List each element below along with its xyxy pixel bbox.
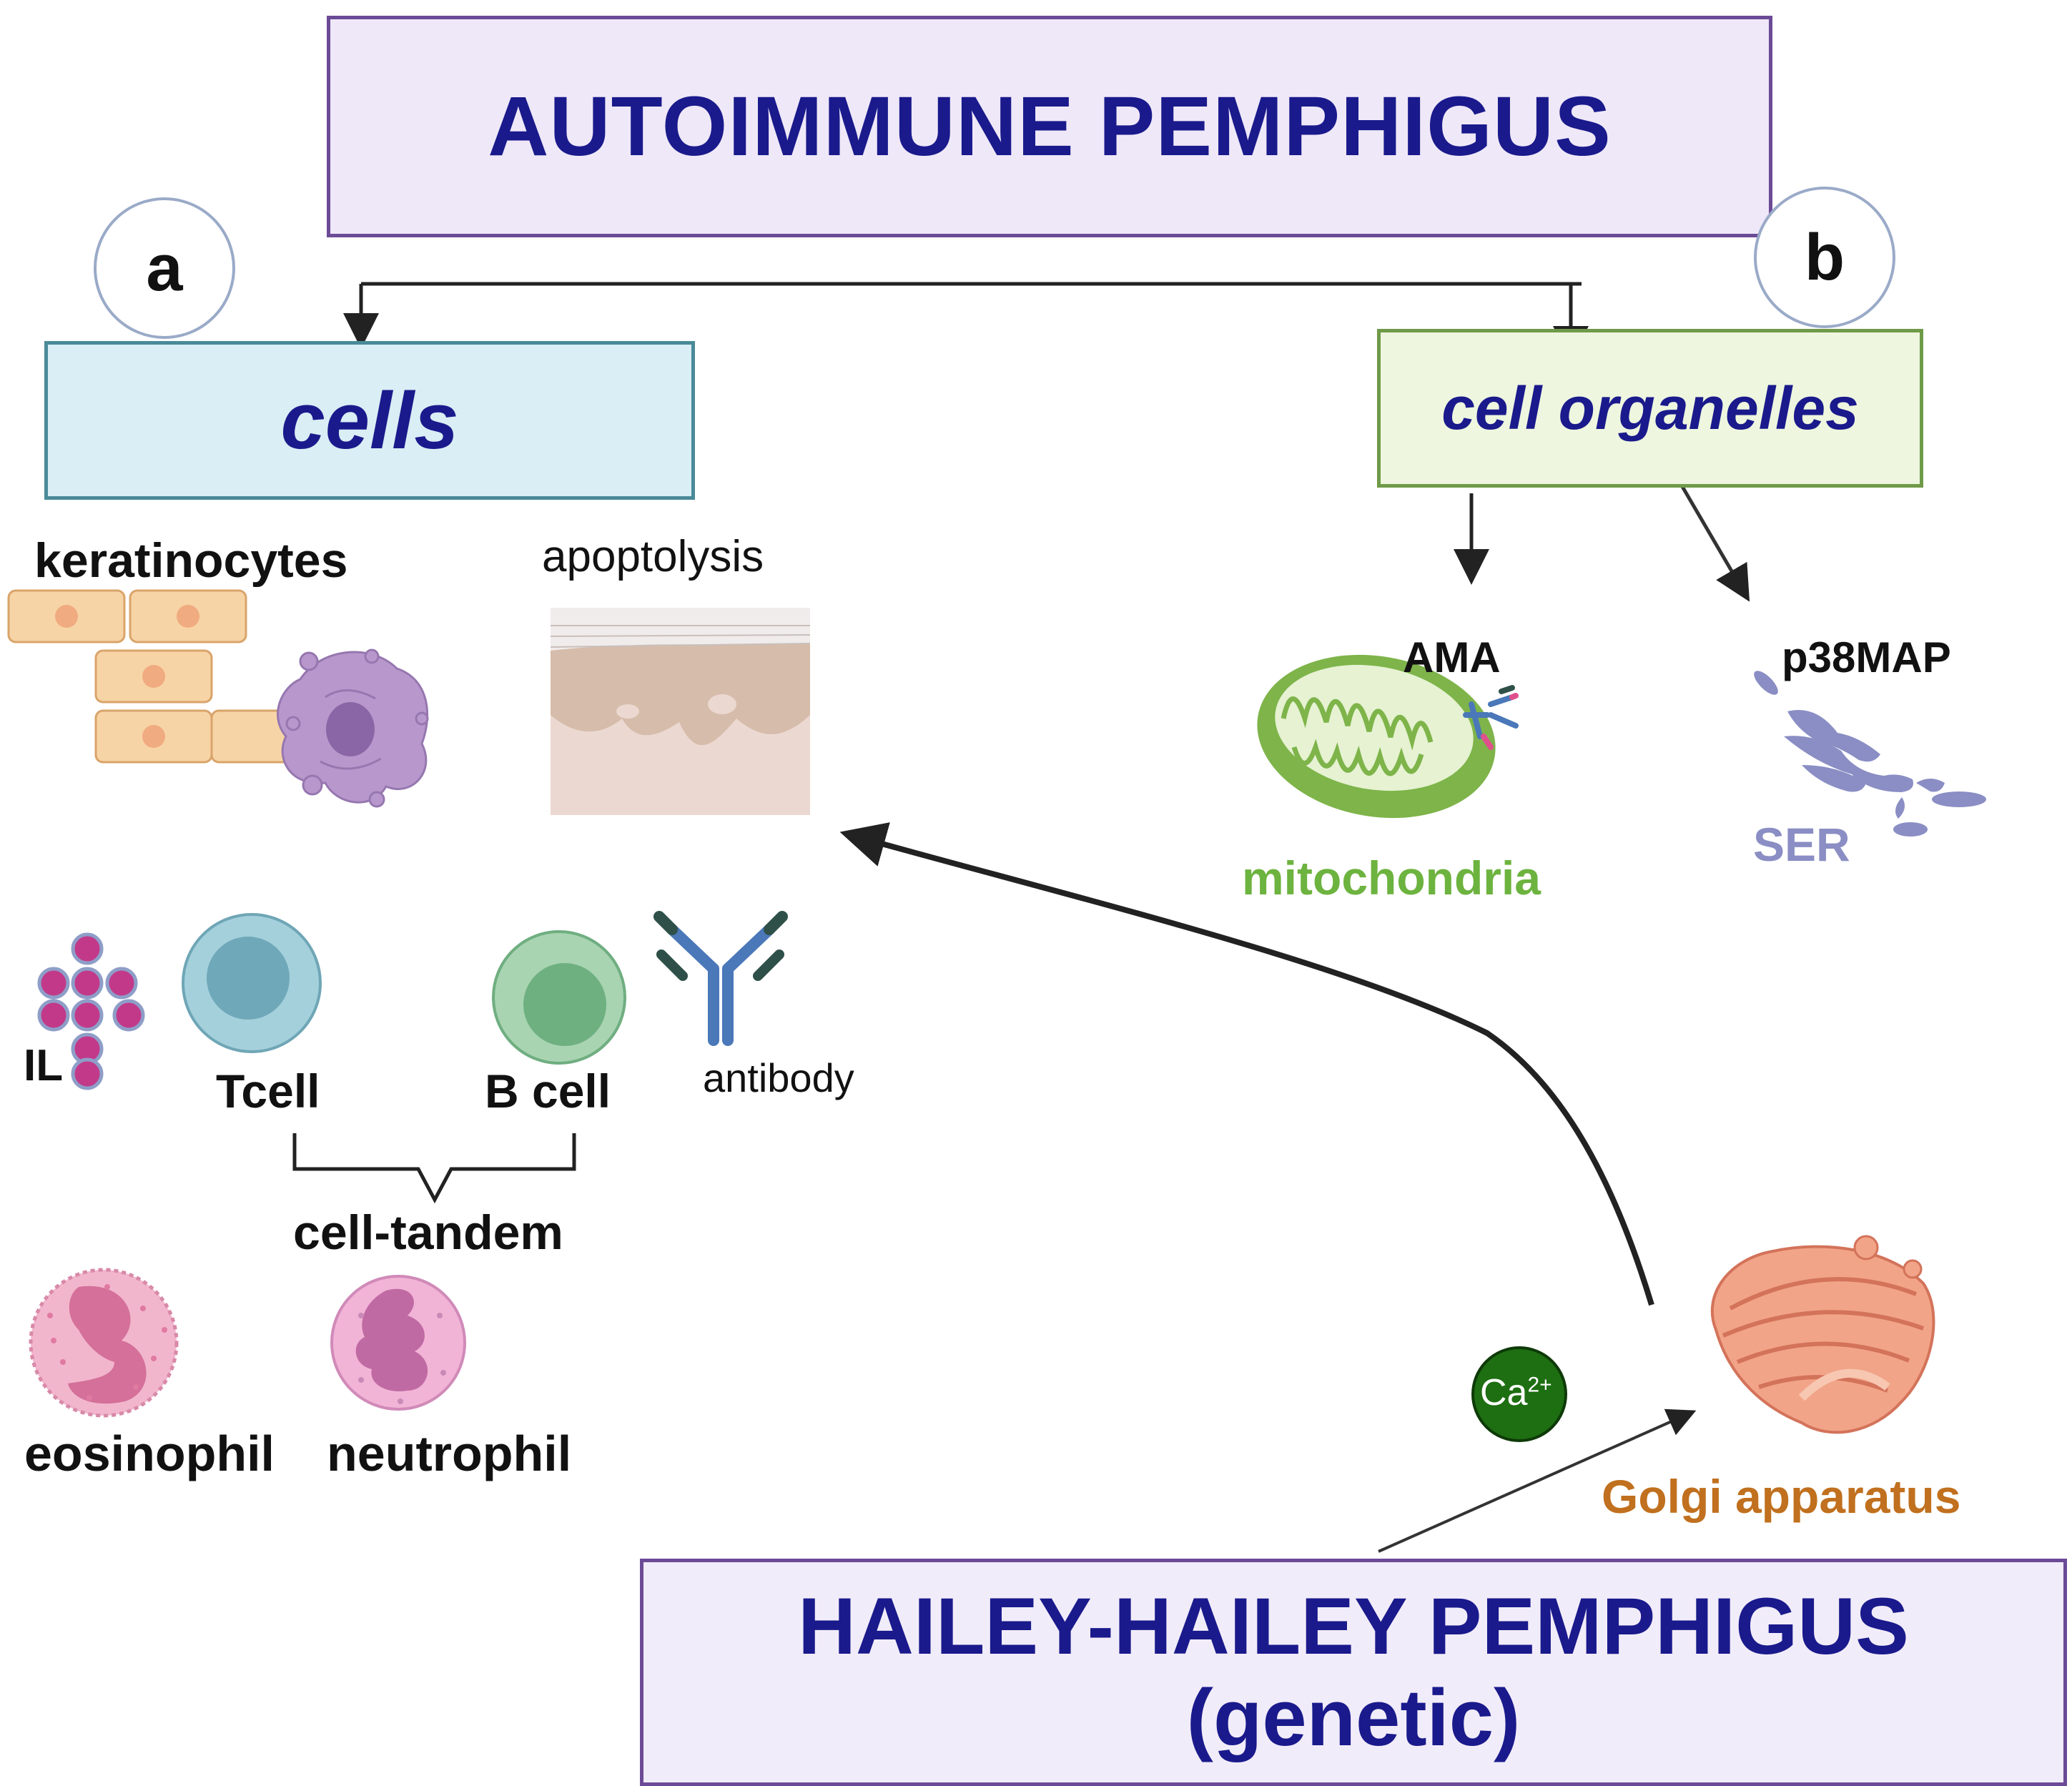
ser-label: SER (1753, 818, 1850, 871)
eosinophil-label: eosinophil (24, 1426, 275, 1481)
calcium-ion-base: Ca (1480, 1372, 1528, 1413)
branch-marker-b-label: b (1804, 220, 1845, 294)
antibody-label: antibody (703, 1055, 854, 1100)
cells-heading: cells (280, 375, 459, 465)
tcell-illustration (182, 913, 322, 1053)
arrow-genetic-to-golgi (1378, 1408, 1697, 1553)
golgi-label: Golgi apparatus (1602, 1470, 1961, 1523)
hailey-hailey-subtitle: (genetic) (1186, 1673, 1521, 1762)
hailey-hailey-box: HAILEY-HAILEY PEMPHIGUS (genetic) (640, 1559, 2067, 1786)
apoptolysis-label: apoptolysis (542, 532, 764, 581)
eosinophil-illustration (29, 1268, 179, 1418)
skin-section-illustration (550, 608, 811, 815)
p38map-label: p38MAP (1782, 633, 1951, 681)
bcell-label: B cell (485, 1065, 611, 1118)
cell-tandem-brace (292, 1133, 576, 1204)
bcell-illustration (492, 930, 626, 1065)
ser-illustration (1754, 671, 1986, 837)
keratinocytes-illustration (7, 589, 429, 808)
keratinocytes-label: keratinocytes (34, 533, 348, 588)
calcium-ion-charge: 2+ (1527, 1373, 1552, 1397)
branch-marker-a-label: a (146, 231, 183, 305)
tcell-label: Tcell (216, 1065, 320, 1118)
arrow-golgi-to-apoptolysis (839, 822, 1654, 1306)
calcium-ion-label: Ca2+ (1480, 1374, 1552, 1411)
hailey-hailey-title: HAILEY-HAILEY PEMPHIGUS (798, 1582, 1909, 1671)
arrow-to-ser (1677, 479, 1750, 602)
il-label: IL (24, 1041, 64, 1090)
neutrophil-label: neutrophil (327, 1426, 572, 1481)
golgi-illustration (1710, 1235, 1935, 1434)
title-box: AUTOIMMUNE PEMPHIGUS (327, 16, 1772, 237)
cell-organelles-box: cell organelles (1377, 329, 1923, 488)
mitochondria-illustration (1257, 654, 1519, 819)
neutrophil-illustration (330, 1275, 466, 1411)
branch-marker-a: a (94, 197, 235, 339)
branch-marker-b: b (1754, 187, 1895, 328)
mitochondria-label: mitochondria (1242, 852, 1541, 904)
diagram-title: AUTOIMMUNE PEMPHIGUS (488, 79, 1612, 174)
cells-box: cells (44, 341, 695, 500)
ama-label: AMA (1403, 633, 1501, 681)
calcium-ion-icon (1471, 1346, 1567, 1442)
antibody-illustration (653, 911, 788, 1046)
interleukin-illustration (37, 932, 145, 1090)
cell-tandem-label: cell-tandem (293, 1205, 563, 1260)
cell-organelles-heading: cell organelles (1441, 374, 1859, 442)
